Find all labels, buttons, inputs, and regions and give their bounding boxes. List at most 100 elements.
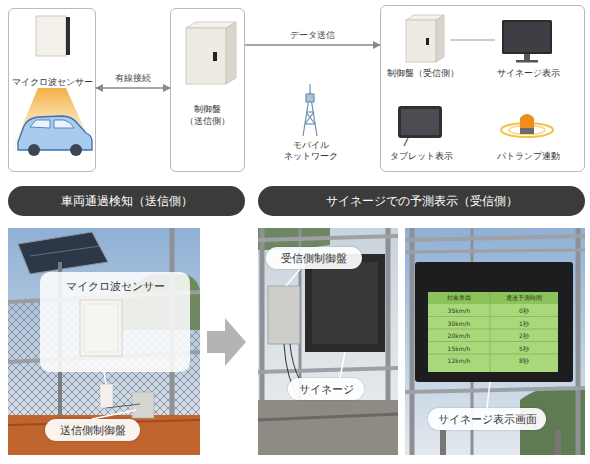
signage-screen-photo (428, 292, 558, 372)
connector-arrow (96, 87, 170, 89)
receiver-site-photo (258, 368, 398, 372)
receiver-site-photo (268, 286, 300, 344)
node-text: 受信側制御盤 (266, 247, 362, 269)
signage-screen-photo (415, 262, 573, 382)
table-cell: 12km/h (429, 357, 489, 365)
detection-cone (12, 88, 94, 150)
control-panel-icon (226, 22, 236, 84)
sensor-icon (36, 16, 70, 56)
sensor-site-photo (8, 228, 200, 455)
signage-screen-photo (428, 292, 558, 372)
mobile-tower-icon (306, 94, 314, 102)
flow-block-arrow (207, 318, 246, 366)
car-icon (28, 144, 40, 156)
car-icon (18, 116, 92, 156)
table-cell: 30km/h (429, 320, 489, 328)
connector-bracket (450, 40, 495, 41)
mobile-tower-icon (303, 84, 317, 136)
sensor-site-photo (8, 228, 200, 455)
signage-screen-photo (410, 228, 415, 455)
sensor-closeup (80, 300, 122, 356)
table-cell: 5秒 (492, 345, 556, 353)
node-text: サイネージ表示画面 (428, 408, 546, 430)
table-cell: 1秒 (492, 320, 556, 328)
signage-screen-photo (405, 228, 585, 455)
receiver-panel-icon (426, 38, 429, 45)
mobile-tower-icon (306, 111, 314, 112)
receiver-site-photo (258, 414, 398, 420)
patrol-lamp-icon (501, 114, 553, 137)
signage-screen-photo (405, 228, 585, 455)
receiver-site-photo (312, 262, 378, 344)
group-box: 制御盤（受信側）サイネージ表示タブレット表示パトランプ連動 (380, 5, 585, 172)
mobile-tower-icon (305, 123, 315, 124)
group-box: マイクロ波センサー (8, 8, 96, 172)
receiver-panel-icon (436, 15, 444, 62)
leader-line (340, 352, 345, 378)
sensor-site-photo (132, 392, 154, 418)
node-text: 制御盤 （送信側） (173, 103, 242, 127)
receiver-site-photo (258, 228, 398, 455)
node-text: 送信側制御盤 (45, 419, 140, 441)
car-icon (18, 116, 92, 150)
patrol-lamp-icon (520, 128, 534, 134)
leader-line (286, 269, 300, 286)
tablet-icon (401, 109, 439, 135)
node-text: タブレット表示 (381, 151, 461, 162)
mobile-tower-icon (309, 84, 310, 92)
receiver-site-photo (258, 400, 398, 455)
node-text: 制御盤（受信側） (383, 68, 463, 79)
signage-screen-photo (428, 292, 558, 304)
leader-line (487, 382, 490, 408)
signage-screen-photo (405, 236, 585, 240)
node-text: サイネージ (288, 378, 364, 400)
signage-screen-photo (440, 430, 446, 455)
node-text: パトランプ連動 (488, 151, 568, 162)
connector-label: 有線接続 (93, 73, 173, 84)
flow-block-arrow (207, 318, 246, 366)
tablet-icon (404, 138, 408, 146)
section-band: 車両通過検知（送信側） (8, 186, 245, 216)
mobile-tower-icon (306, 112, 315, 124)
table-cell: 8秒 (492, 357, 556, 365)
car-icon (70, 144, 82, 156)
signage-screen-photo (428, 354, 558, 355)
sensor-site-photo (8, 415, 200, 455)
node-text: サイネージでの予測表示（受信側） (258, 186, 585, 216)
table-cell: 35km/h (429, 307, 489, 315)
sensor-closeup (84, 304, 118, 352)
monitor-icon (504, 22, 550, 52)
sensor-closeup (80, 300, 122, 356)
signage-screen-photo (490, 292, 491, 372)
car-icon (30, 120, 74, 128)
group-box: 制御盤 （送信側） (170, 8, 245, 172)
photo-callout: サイネージ (288, 378, 364, 400)
connector-label: データ送信 (273, 30, 353, 41)
patrol-lamp-icon (520, 114, 534, 128)
monitor-icon (502, 20, 552, 54)
signage-screen-photo (428, 329, 558, 330)
sensor-icon (66, 17, 70, 55)
receiver-site-photo (258, 228, 398, 455)
table-cell: 15km/h (429, 345, 489, 353)
photo-callout: 受信側制御盤 (266, 247, 362, 269)
receiver-site-photo (258, 236, 398, 240)
table-cell: 2秒 (492, 332, 556, 340)
leader-line (92, 410, 136, 419)
table-cell: 通過予測時間 (492, 294, 556, 302)
network-label: モバイル ネットワーク (280, 140, 342, 162)
tablet-icon (398, 106, 442, 138)
table-cell: 20km/h (429, 332, 489, 340)
control-panel-icon (213, 52, 217, 61)
signage-screen-photo (576, 228, 581, 455)
signage-screen-photo (555, 430, 561, 455)
table-cell: 対象車両 (429, 294, 489, 302)
control-panel-icon (186, 22, 236, 84)
sensor-site-photo (30, 246, 100, 256)
signage-screen-photo (428, 341, 558, 342)
node-text: マイクロ波センサー (9, 77, 95, 88)
monitor-icon (516, 60, 538, 63)
sensor-site-photo (106, 404, 140, 408)
